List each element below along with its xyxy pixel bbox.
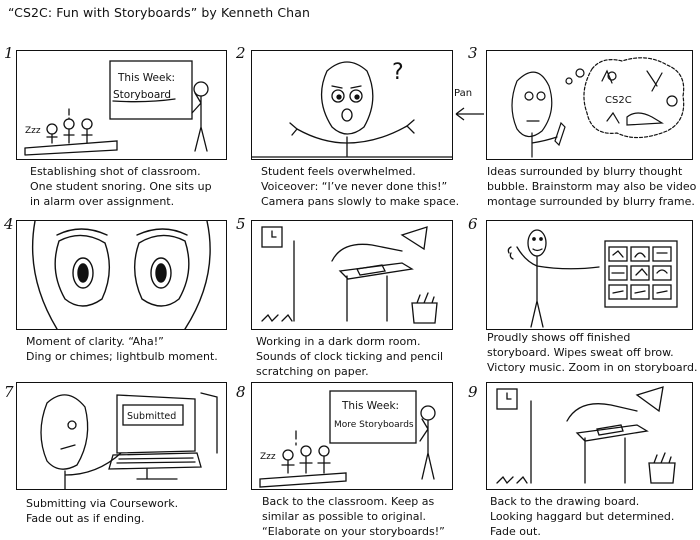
panel-7-caption: Submitting via Coursework. Fade out as i… (26, 496, 178, 526)
caption-line: Student feels overwhelmed. (261, 165, 416, 178)
classroom-sketch: This Week: Storyboard Zzz (24, 60, 209, 156)
panel-6-number: 6 (468, 215, 478, 233)
proud-student-sketch (507, 229, 678, 328)
panel-9-number: 9 (468, 383, 478, 401)
panel-4-frame (16, 220, 227, 330)
caption-line: scratching on paper. (256, 365, 369, 378)
page-title: “CS2C: Fun with Storyboards” by Kenneth … (8, 5, 310, 20)
caption-line: Sounds of clock ticking and pencil (256, 350, 444, 363)
snore-text: Zzz (260, 452, 276, 462)
caption-line: Back to the drawing board. (490, 495, 640, 508)
caption-line: Proudly shows off finished (487, 331, 631, 344)
panel-1-frame: This Week: Storyboard Zzz (16, 50, 227, 160)
caption-line: Fade out. (490, 525, 541, 538)
panel-2-number: 2 (236, 44, 246, 62)
caption-line: bubble. Brainstorm may also be video (487, 180, 697, 193)
board-title: This Week: (341, 400, 399, 412)
panel-3-number: 3 (468, 44, 478, 62)
caption-line: Establishing shot of classroom. (30, 165, 201, 178)
panel-9-frame (486, 382, 693, 490)
caption-line: Voiceover: “I’ve never done this!” (261, 180, 448, 193)
caption-line: One student snoring. One sits up (30, 180, 212, 193)
caption-line: Fade out as if ending. (26, 512, 145, 525)
caption-line: Camera pans slowly to make space. (261, 195, 460, 208)
panel-9-caption: Back to the drawing board. Looking hagga… (490, 494, 674, 539)
pan-label: Pan (454, 88, 472, 99)
caption-line: Ideas surrounded by blurry thought (487, 165, 683, 178)
caption-line: “Elaborate on your storyboards!” (262, 525, 445, 538)
caption-line: Submitting via Coursework. (26, 497, 179, 510)
panel-5-number: 5 (236, 215, 246, 233)
caption-line: in alarm over assignment. (30, 195, 175, 208)
panel-2-caption: Student feels overwhelmed. Voiceover: “I… (261, 164, 459, 209)
caption-line: Working in a dark dorm room. (256, 335, 421, 348)
panel-7-frame: Submitted (16, 382, 227, 490)
classroom-return-sketch: This Week: More Storyboards Zzz (259, 390, 436, 488)
panel-4-number: 4 (4, 215, 14, 233)
panel-8-frame: This Week: More Storyboards Zzz (251, 382, 453, 490)
board-subtitle: Storyboard (113, 89, 171, 101)
overwhelmed-student-sketch: ? (252, 60, 452, 158)
caption-line: Back to the classroom. Keep as (262, 495, 435, 508)
board-title: This Week: (117, 72, 175, 84)
submitting-sketch: Submitted (40, 392, 218, 489)
question-mark: ? (392, 60, 404, 85)
panel-5-caption: Working in a dark dorm room. Sounds of c… (256, 334, 443, 379)
caption-line: storyboard. Wipes sweat off brow. (487, 346, 674, 359)
submitted-screen-text: Submitted (127, 411, 176, 422)
snore-text: Zzz (25, 126, 41, 136)
panel-8-number: 8 (236, 383, 246, 401)
dorm-room-sketch (261, 226, 438, 324)
panel-8-caption: Back to the classroom. Keep as similar a… (262, 494, 445, 539)
drawing-board-sketch (496, 386, 676, 485)
panel-4-caption: Moment of clarity. “Aha!” Ding or chimes… (26, 334, 218, 364)
caption-line: montage surrounded by blurry frame. (487, 195, 695, 208)
thought-bubble-text: CS2C (605, 95, 632, 106)
panel-7-number: 7 (4, 383, 14, 401)
pan-arrow-icon: Pan (454, 88, 484, 121)
caption-line: Ding or chimes; lightbulb moment. (26, 350, 218, 363)
panel-3-frame: CS2C (486, 50, 693, 160)
caption-line: Victory music. Zoom in on storyboard. (487, 361, 698, 374)
board-subtitle: More Storyboards (334, 420, 414, 430)
panel-6-caption: Proudly shows off finished storyboard. W… (487, 330, 697, 375)
caption-line: similar as possible to original. (262, 510, 427, 523)
aha-eyes-sketch (31, 221, 211, 329)
panel-3-caption: Ideas surrounded by blurry thought bubbl… (487, 164, 696, 209)
panel-5-frame (251, 220, 453, 330)
panel-6-frame (486, 220, 693, 330)
brainstorm-sketch: CS2C (511, 57, 685, 158)
panel-1-caption: Establishing shot of classroom. One stud… (30, 164, 212, 209)
panel-2-frame: ? (251, 50, 453, 160)
caption-line: Moment of clarity. “Aha!” (26, 335, 164, 348)
panel-1-number: 1 (4, 44, 14, 62)
caption-line: Looking haggard but determined. (490, 510, 675, 523)
